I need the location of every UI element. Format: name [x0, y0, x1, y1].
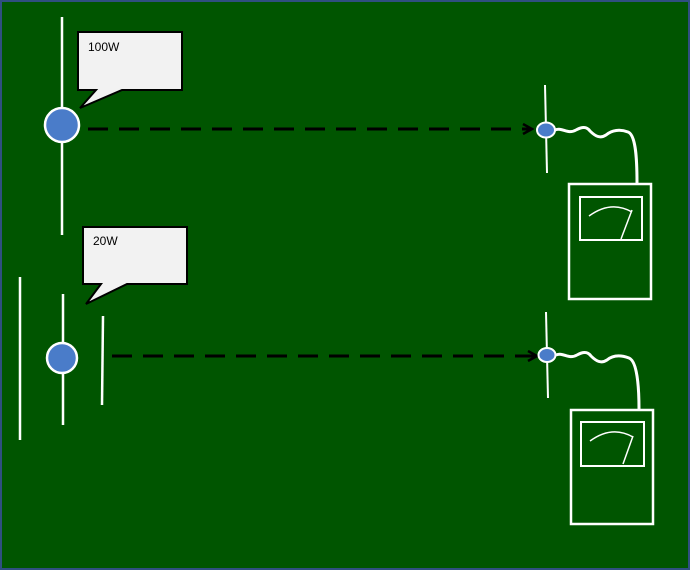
detector-sensor-node — [537, 347, 557, 363]
light-source-node — [43, 106, 81, 144]
detector-sensor-node — [536, 121, 556, 139]
meter-cable — [555, 351, 641, 410]
callout-label-20w: 20W — [93, 234, 118, 248]
source-group-100w: 100W — [43, 17, 532, 235]
meter-needle — [620, 209, 633, 240]
meter-box — [567, 182, 653, 301]
callout-label-100w: 100W — [88, 40, 120, 54]
light-source-node — [45, 341, 79, 375]
detector-group-lower — [537, 311, 655, 526]
meter-dial-window — [580, 421, 645, 467]
source-group-20w: 20W — [18, 226, 537, 440]
meter-box — [569, 408, 655, 526]
meter-cable — [554, 126, 639, 184]
meter-scale-arc — [588, 206, 633, 217]
right-screen-line — [100, 315, 105, 406]
meter-needle — [622, 435, 634, 465]
callout-bubble — [82, 226, 188, 305]
callout-bubble — [77, 31, 183, 109]
meter-dial-window — [579, 196, 643, 241]
meter-scale-arc — [589, 431, 634, 442]
detector-group-upper — [536, 84, 653, 301]
